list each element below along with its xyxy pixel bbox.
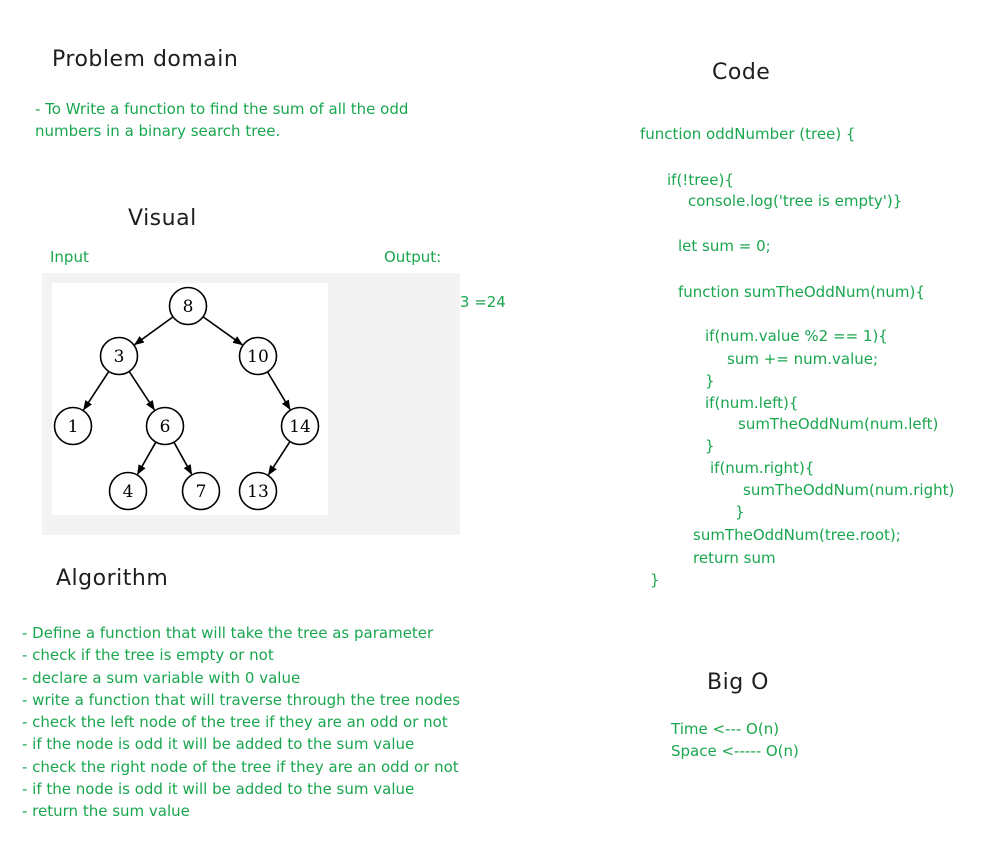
tree-edge-3-6 [128, 371, 155, 411]
code-line: sumTheOddNum(num.right) [743, 481, 955, 499]
binary-tree-diagram: 8 3 10 1 6 14 4 7 13 [53, 286, 320, 511]
tree-node-label: 1 [68, 417, 79, 437]
tree-node-10: 10 [238, 336, 278, 376]
tree-node-label: 14 [289, 417, 311, 437]
tree-node-circle [53, 406, 93, 446]
code-line: sumTheOddNum(num.left) [738, 415, 939, 433]
code-line: } [650, 571, 660, 589]
algorithm-heading: Algorithm [56, 566, 169, 591]
code-line: function oddNumber (tree) { [640, 125, 856, 143]
problem-line-1: - To Write a function to find the sum of… [35, 100, 409, 118]
algorithm-step: - declare a sum variable with 0 value [22, 668, 301, 687]
code-line: sum += num.value; [727, 350, 879, 368]
bigo-space: Space <----- O(n) [671, 742, 799, 760]
tree-node-4: 4 [108, 471, 148, 511]
tree-node-label: 6 [160, 417, 171, 437]
tree-node-label: 13 [247, 482, 269, 502]
tree-node-label: 4 [123, 482, 134, 502]
tree-node-1: 1 [53, 406, 93, 446]
tree-edge-8-10 [202, 316, 243, 346]
code-line: return sum [693, 549, 776, 567]
tree-node-7: 7 [181, 471, 221, 511]
bigo-time: Time <--- O(n) [671, 720, 780, 738]
problem-domain-heading: Problem domain [52, 47, 239, 72]
algorithm-step: - Define a function that will take the t… [22, 624, 434, 642]
tree-edge-10-14 [266, 371, 291, 411]
bigo-heading: Big O [707, 670, 769, 695]
tree-node-circle [280, 406, 320, 446]
tree-node-label: 3 [114, 347, 125, 367]
tree-node-label: 8 [183, 297, 194, 317]
tree-node-circle [99, 336, 139, 376]
tree-node-14: 14 [280, 406, 320, 446]
code-line: } [735, 503, 745, 521]
tree-edge-8-3 [133, 316, 174, 346]
tree-node-13: 13 [238, 471, 278, 511]
tree-edge-3-1 [83, 371, 110, 411]
code-line: } [705, 437, 715, 455]
tree-node-6: 6 [145, 406, 185, 446]
code-line: console.log('tree is empty')} [688, 192, 903, 210]
algorithm-step: - return the sum value [22, 802, 190, 821]
tree-node-circle [181, 471, 221, 511]
algorithm-step: - if the node is odd it will be added to… [22, 780, 415, 799]
tree-nodes: 8 3 10 1 6 14 4 7 13 [53, 286, 320, 511]
algorithm-step: - if the node is odd it will be added to… [22, 735, 415, 754]
tree-edge-14-13 [267, 441, 291, 476]
tree-edge-6-7 [173, 441, 193, 475]
tree-node-label: 7 [196, 482, 207, 502]
tree-node-3: 3 [99, 336, 139, 376]
code-line: if(num.value %2 == 1){ [705, 327, 888, 345]
code-line: if(num.right){ [710, 459, 815, 477]
tree-node-circle [168, 286, 208, 326]
algorithm-step: - write a function that will traverse th… [22, 690, 461, 709]
input-label: Input [50, 248, 89, 266]
tree-node-circle [108, 471, 148, 511]
tree-node-label: 10 [247, 347, 269, 367]
tree-node-circle [145, 406, 185, 446]
tree-edges [83, 316, 291, 476]
tree-node-8: 8 [168, 286, 208, 326]
code-heading: Code [712, 60, 771, 85]
algorithm-step: - check the left node of the tree if the… [22, 713, 448, 732]
code-line: sumTheOddNum(tree.root); [693, 526, 901, 544]
problem-line-2: numbers in a binary search tree. [35, 122, 281, 140]
code-line: } [705, 372, 715, 390]
code-line: function sumTheOddNum(num){ [678, 283, 925, 301]
tree-node-circle [238, 471, 278, 511]
code-line: let sum = 0; [678, 237, 771, 255]
tree-edge-6-4 [136, 441, 157, 475]
algorithm-steps: - Define a function that will take the t… [22, 622, 460, 823]
algorithm-step: - check the right node of the tree if th… [22, 757, 459, 776]
code-line: if(!tree){ [667, 171, 734, 189]
visual-heading: Visual [128, 206, 197, 231]
code-line: if(num.left){ [705, 394, 799, 412]
output-label: Output: [384, 248, 442, 266]
algorithm-step: - check if the tree is empty or not [22, 646, 274, 665]
tree-node-circle [238, 336, 278, 376]
